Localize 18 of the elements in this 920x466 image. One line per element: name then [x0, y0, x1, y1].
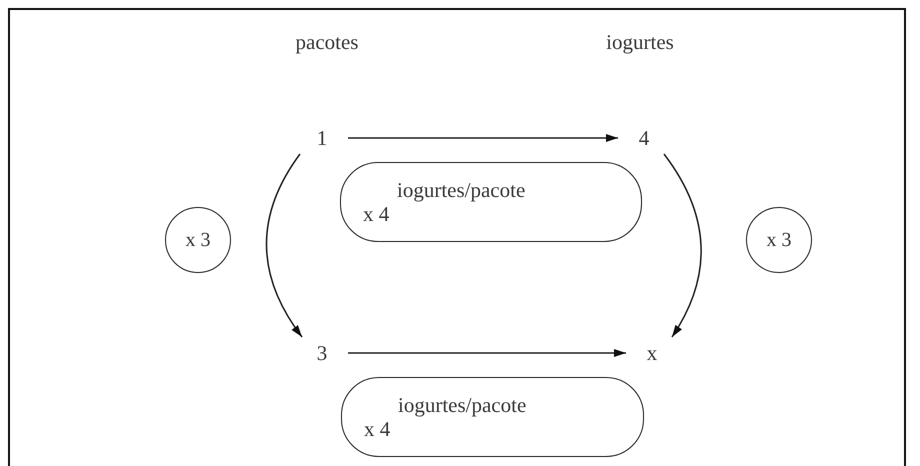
factor-label: x 4: [364, 417, 390, 442]
factor-label: x 4: [363, 202, 390, 226]
arrow: [663, 154, 702, 338]
unit-label: iogurtes/pacote: [398, 392, 526, 417]
arrow: [266, 154, 303, 338]
arrow: [348, 134, 618, 142]
rounded-box: [340, 162, 642, 242]
arrow: [348, 349, 626, 357]
column-heading: pacotes: [296, 30, 358, 55]
quantity-value: 4: [618, 122, 670, 154]
column-heading: iogurtes: [606, 30, 674, 55]
quantity-value: 3: [296, 337, 348, 369]
unit-label: iogurtes/pacote: [397, 178, 526, 202]
quantity-value: x: [626, 337, 678, 369]
quantity-value: 1: [296, 122, 348, 154]
rounded-box: [341, 377, 644, 457]
factor-circle: x 3: [746, 207, 812, 273]
factor-circle: x 3: [165, 207, 231, 273]
